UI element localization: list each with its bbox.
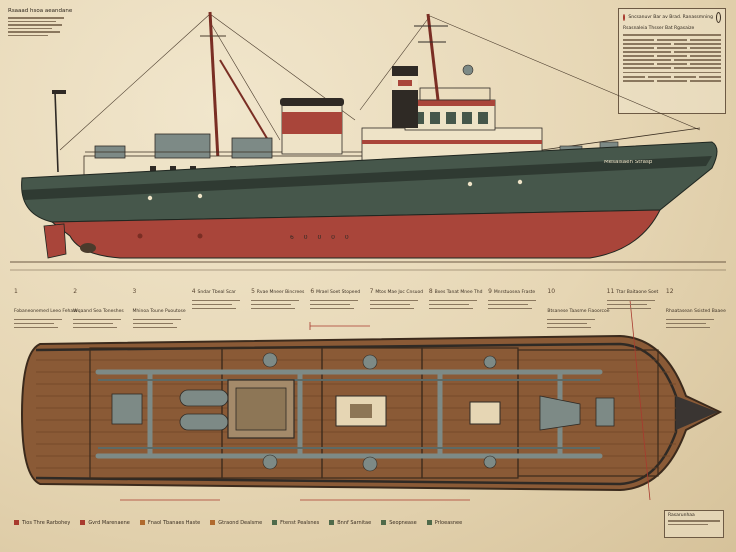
callout-number: 9 xyxy=(488,288,494,295)
callout-text: Btsanese Taasme Fiaoorcoe xyxy=(547,309,610,314)
callout-number: 5 xyxy=(251,288,257,295)
legend-item: Bnnf Sarnitae xyxy=(329,520,371,527)
callout-text: Mrael Soet Stopeed xyxy=(316,290,361,295)
spec-note-title: Rsaaad hsoa aeandane xyxy=(8,8,73,14)
callout-number: 12 xyxy=(665,288,674,295)
callout-text: Bxes Tanat Mnee Thd xyxy=(434,290,483,295)
red-seal-icon xyxy=(623,14,626,21)
callout-text: Sndar Tbeal Scar xyxy=(197,290,236,295)
callout-item: 12 Rhaatasean Ssisted Baaee xyxy=(665,278,726,331)
hull-name-label: Mesalsaen Strasp xyxy=(604,160,653,165)
callout-text: Rvae Mneer Bincrees xyxy=(256,290,305,295)
callout-number: 6 xyxy=(310,288,317,295)
callout-number: 11 xyxy=(606,288,617,295)
callout-item: 9 Mnrstuosea Fraste xyxy=(488,278,544,331)
compass-seal-icon xyxy=(715,12,721,23)
legend-swatch xyxy=(426,520,432,525)
callout-item: 3 Mhinoa Toune Puoutose xyxy=(132,278,189,331)
legend-text: Bnnf Sarnitae xyxy=(337,520,372,526)
callout-text: Ttar Baitaone Soet xyxy=(616,290,659,295)
callout-lines xyxy=(251,300,307,309)
legend-swatch xyxy=(272,520,278,525)
legend-swatch xyxy=(14,520,19,525)
callout-item: 11 Ttar Baitaone Soet xyxy=(606,278,663,331)
callout-item: 7 Mtos Mae Joc Cnsuod xyxy=(369,278,426,331)
side-elevation xyxy=(10,11,726,263)
callout-text: Wqaand Sea Toneshes xyxy=(73,309,124,314)
bottom-legend: Tios Thre Rarbohey Gvrd Marenaene Fnaol Tb… xyxy=(14,520,654,527)
title-line-1: Sncsanuvr Bar av Brad. Ranassmning xyxy=(628,15,713,20)
legend-text: Gvrd Marenaene xyxy=(88,520,130,526)
legend-swatch xyxy=(329,520,335,525)
callout-number: 4 xyxy=(191,288,198,295)
callout-item: 2 Wqaand Sea Toneshes xyxy=(73,278,129,331)
legend-swatch xyxy=(210,520,216,525)
callout-item: 6 Mrael Soet Stopeed xyxy=(310,278,366,331)
drawing-stamp: Rasarunhaa xyxy=(664,510,724,538)
callout-lines xyxy=(547,319,603,328)
callout-item: 5 Rvae Mneer Bincrees xyxy=(251,278,307,331)
callout-number: 2 xyxy=(73,288,78,295)
callout-lines xyxy=(310,300,366,309)
legend-item: Gtraond Dealsme xyxy=(210,520,262,527)
callout-number: 1 xyxy=(14,288,18,295)
callout-item: 8 Bxes Tanat Mnee Thd xyxy=(428,278,485,331)
title-line-2: Rsasnaleia Thsser Bat Rgasaize xyxy=(623,26,695,31)
plan-view xyxy=(20,299,723,501)
callout-number: 10 xyxy=(547,288,556,295)
callout-number: 8 xyxy=(428,288,435,295)
legend-text: Gtraond Dealsme xyxy=(218,520,263,526)
legend-item: Fnaol Tbanaes Haste xyxy=(139,520,201,527)
callout-lines xyxy=(369,300,426,309)
legend-text: Prloeasnee xyxy=(434,520,463,526)
callout-text: Fobaneonemed Leeo Fehate xyxy=(14,309,78,314)
callout-text: Mtos Mae Joc Cnsuod xyxy=(375,290,424,295)
callout-item: 10 Btsanese Taasme Fiaoorcoe xyxy=(547,278,609,331)
stamp-label: Rasarunhaa xyxy=(668,513,695,518)
callout-lines xyxy=(665,319,722,328)
legend-text: Fnaol Tbanaes Haste xyxy=(147,520,201,526)
title-block: Sncsanuvr Bar av Brad. Ranassmning Rsasn… xyxy=(618,8,726,114)
callout-item: 1 Fobaneonemed Leeo Fehate xyxy=(14,278,78,331)
legend-text: Ftenst Pealsnes xyxy=(280,520,320,526)
spec-note-top-left: Rsaaad hsoa aeandane xyxy=(8,8,73,38)
callout-lines xyxy=(14,319,70,328)
legend-item: Gvrd Marenaene xyxy=(80,520,130,527)
callout-lines xyxy=(606,300,663,309)
callout-lines xyxy=(428,300,485,309)
legend-item: Tios Thre Rarbohey xyxy=(14,520,70,527)
spec-note-lines xyxy=(8,17,66,36)
callout-lines xyxy=(132,319,189,328)
callout-text: Mhinoa Toune Puoutose xyxy=(132,309,186,314)
callout-item: 4 Sndar Tbeal Scar xyxy=(191,278,248,331)
callout-lines xyxy=(73,319,129,328)
callout-lines xyxy=(488,300,544,309)
legend-item: Prloeasnee xyxy=(426,520,463,527)
legend-swatch xyxy=(381,520,387,525)
hull-numerals: 6 0 0 0 0 xyxy=(290,235,353,241)
legend-swatch xyxy=(80,520,86,525)
callout-lines xyxy=(191,300,248,309)
legend-text: Seopnease xyxy=(389,520,417,526)
legend-item: Seopnease xyxy=(381,520,417,527)
callout-text: Mnrstuosea Fraste xyxy=(493,290,536,295)
callout-number: 7 xyxy=(369,288,376,295)
callout-number: 3 xyxy=(132,288,137,295)
callout-text: Rhaatasean Ssisted Baaee xyxy=(665,309,726,314)
legend-text: Tios Thre Rarbohey xyxy=(22,520,71,526)
legend-swatch xyxy=(139,520,145,525)
legend-item: Ftenst Pealsnes xyxy=(272,520,319,527)
